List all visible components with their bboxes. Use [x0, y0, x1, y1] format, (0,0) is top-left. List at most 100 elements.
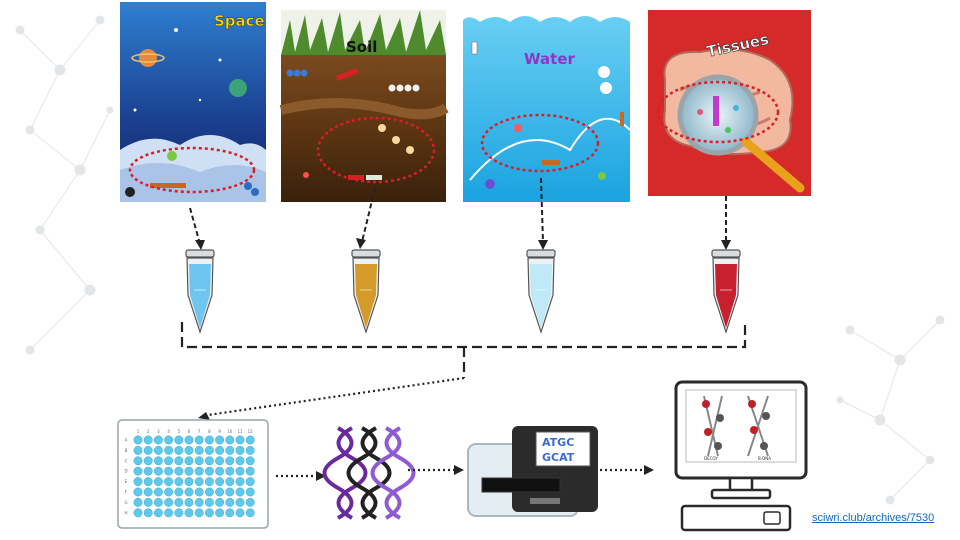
plate-column-label: 12: [248, 429, 254, 434]
plate-well: [133, 487, 143, 497]
plate-well: [215, 435, 225, 445]
plate-well: [164, 435, 174, 445]
plate-well: [204, 497, 214, 507]
sample-area-ellipse: [128, 146, 256, 194]
plate-well: [153, 477, 163, 487]
plate-well: [153, 456, 163, 466]
keyboard-icon: [680, 504, 792, 532]
plate-well: [225, 497, 235, 507]
plate-well: [204, 477, 214, 487]
monitor-caption-left: DECOY: [704, 456, 718, 461]
tube-space: [185, 249, 215, 334]
plate-well: [174, 435, 184, 445]
dna-structure-left-icon: [702, 395, 724, 457]
plate-well: [174, 477, 184, 487]
plate-well: [215, 445, 225, 455]
plate-well: [174, 445, 184, 455]
plate-well: [143, 445, 153, 455]
network-decoration-left: [15, 15, 114, 355]
plate-well: [235, 466, 245, 476]
plate-well: [153, 435, 163, 445]
microbe-icon: [378, 124, 386, 132]
plate-column-label: 8: [208, 429, 211, 434]
sequencer-screen-line1: ATGC: [542, 436, 574, 449]
plate-well: [245, 456, 255, 466]
sequencer-device: ATGC GCAT: [467, 426, 598, 517]
plate-well: [133, 508, 143, 518]
plate-well: [184, 497, 194, 507]
plate-well: [164, 487, 174, 497]
plate-well: [133, 477, 143, 487]
plate-well: [225, 445, 235, 455]
plate-well: [174, 497, 184, 507]
plate-well: [133, 497, 143, 507]
plate-well: [225, 477, 235, 487]
plate-well: [174, 487, 184, 497]
plate-well: [184, 445, 194, 455]
plate-well: [164, 497, 174, 507]
plate-well: [215, 487, 225, 497]
sample-area-ellipse: [480, 113, 600, 173]
panel-label-space: Space: [214, 12, 265, 30]
plate-well: [194, 508, 204, 518]
plate-well: [133, 456, 143, 466]
plate-well: [133, 466, 143, 476]
plate-wells: [133, 435, 255, 518]
plate-column-label: 5: [178, 429, 181, 434]
plate-well: [235, 487, 245, 497]
plate-well: [164, 466, 174, 476]
plate-well: [153, 487, 163, 497]
plate-well: [204, 435, 214, 445]
plate-well: [194, 456, 204, 466]
plate-well: [245, 487, 255, 497]
plate-column-label: 4: [167, 429, 170, 434]
plate-well: [194, 487, 204, 497]
plate-well: [153, 466, 163, 476]
plate-well: [153, 497, 163, 507]
plate-well: [164, 456, 174, 466]
plate-well: [133, 445, 143, 455]
plate-well: [204, 445, 214, 455]
plate-well: [174, 456, 184, 466]
plate-well: [245, 497, 255, 507]
plate-column-label: 10: [227, 429, 233, 434]
plate-row-label: E: [125, 479, 128, 484]
dna-helices-icon: [322, 426, 416, 520]
credit-link[interactable]: sciwri.club/archives/7530: [812, 512, 935, 524]
plate-well: [235, 477, 245, 487]
plate-well: [184, 435, 194, 445]
plate-well: [225, 466, 235, 476]
plate-column-label: 7: [198, 429, 201, 434]
dna-structure-right-icon: [747, 395, 770, 457]
plate-column-label: 1: [137, 429, 140, 434]
plate-well: [143, 466, 153, 476]
plate-well: [174, 466, 184, 476]
panel-water: Water: [463, 2, 631, 202]
plate-well: [143, 497, 153, 507]
plate-column-label: 6: [188, 429, 191, 434]
plate-row-label: H: [124, 510, 127, 515]
plate-well: [215, 466, 225, 476]
sequencer-screen-line2: GCAT: [542, 451, 575, 464]
plate-row-label: B: [125, 448, 128, 453]
plate-well: [204, 508, 214, 518]
plate-well: [235, 497, 245, 507]
plate-well: [194, 497, 204, 507]
tube-tissues: [711, 249, 741, 334]
plate-well: [204, 466, 214, 476]
planet-icon: [139, 49, 157, 67]
plate-row-label: D: [124, 469, 127, 474]
microbe-icon: [167, 151, 177, 161]
sample-area-ellipse: [656, 80, 780, 144]
plate-well: [184, 456, 194, 466]
monitor-caption-right: B-DNA: [758, 456, 771, 461]
plate-well: [143, 508, 153, 518]
sample-area-ellipse: [316, 116, 436, 184]
plate-well: [184, 487, 194, 497]
arrow-to-plate: [207, 376, 465, 417]
plate-well: [133, 435, 143, 445]
plate-well: [204, 456, 214, 466]
plate-well: [235, 456, 245, 466]
plate-well: [204, 487, 214, 497]
